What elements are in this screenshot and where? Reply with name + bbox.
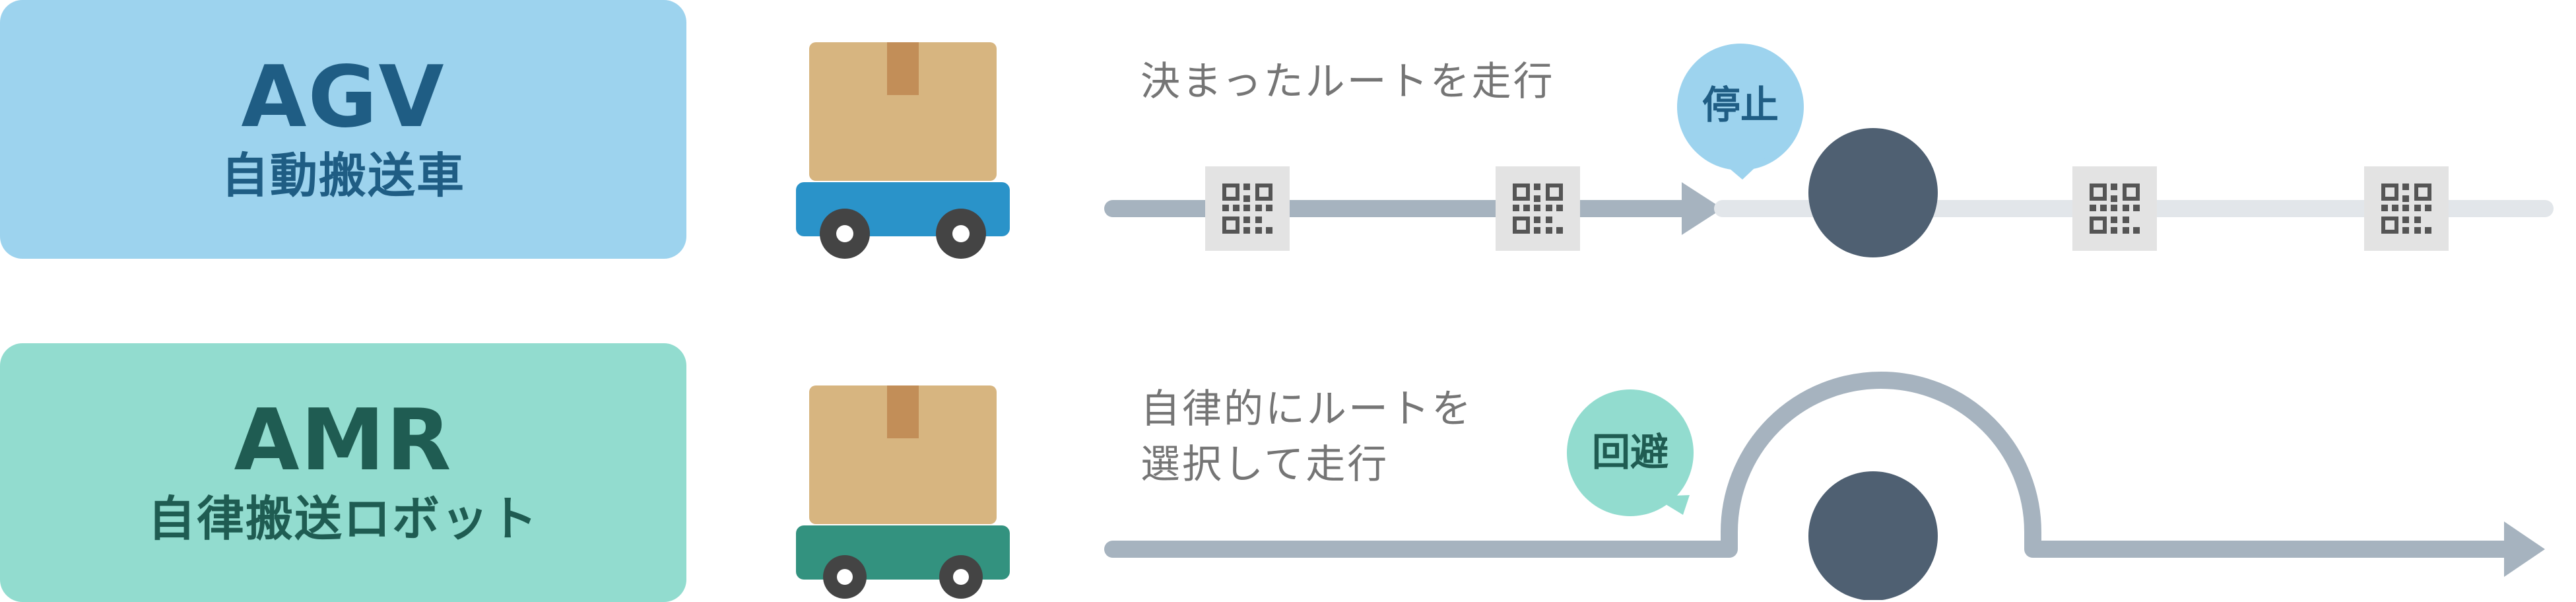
qr-marker	[2072, 166, 2157, 251]
amr-title: AMR	[234, 391, 453, 490]
amr-caption-line: 自律的にルートを	[1140, 386, 1473, 432]
cart-icon	[796, 182, 1010, 259]
amr-panel: AMR 自律搬送ロボット	[0, 343, 686, 602]
arrow-right-icon	[1682, 182, 1723, 235]
obstacle-icon	[1808, 128, 1938, 257]
agv-vehicle	[796, 42, 1010, 259]
agv-panel: AGV 自動搬送車	[0, 0, 686, 259]
avoid-label: 回避	[1591, 430, 1668, 475]
amr-subtitle: 自律搬送ロボット	[147, 491, 539, 547]
stop-bubble	[1677, 44, 1804, 180]
avoid-bubble	[1567, 389, 1694, 516]
qr-marker	[2364, 166, 2449, 251]
box-icon	[809, 385, 997, 524]
box-icon	[809, 42, 997, 181]
cart-icon	[796, 525, 1010, 599]
qr-marker	[1205, 166, 1290, 251]
obstacle-icon	[1808, 471, 1938, 600]
amr-route	[1104, 372, 2545, 577]
agv-title: AGV	[241, 48, 446, 147]
arrow-right-icon	[2504, 521, 2545, 577]
agv-caption: 決まったルートを走行	[1140, 59, 1555, 105]
stop-label: 停止	[1701, 83, 1779, 127]
agv-subtitle: 自動搬送車	[220, 148, 465, 203]
amr-caption: 自律的にルートを 選択して走行	[1140, 382, 1473, 492]
amr-caption-line: 選択して走行	[1140, 442, 1389, 488]
qr-marker	[1496, 166, 1580, 251]
amr-vehicle	[796, 385, 1010, 599]
